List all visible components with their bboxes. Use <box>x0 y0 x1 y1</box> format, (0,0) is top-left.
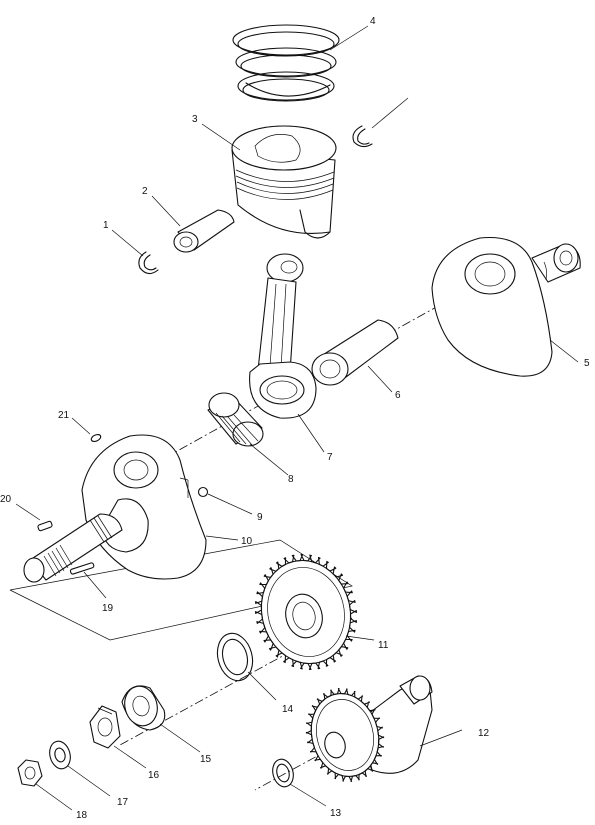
drive-hub <box>121 685 166 731</box>
connecting-rod <box>249 253 317 419</box>
shim-washer <box>272 758 294 788</box>
callout-1: 1 <box>103 220 109 231</box>
dowel-pin <box>69 562 95 575</box>
piston-pin <box>173 209 235 253</box>
hex-nut <box>17 759 43 787</box>
castle-nut <box>89 705 121 749</box>
callout-12: 12 <box>478 728 490 739</box>
callout-2: 2 <box>142 186 148 197</box>
crankshaft-half-right <box>431 236 581 377</box>
callout-4: 4 <box>370 16 376 27</box>
thrust-washer <box>216 632 254 682</box>
dowel-ball <box>197 486 209 498</box>
piston-pin-circlip-right <box>352 125 373 148</box>
callout-10: 10 <box>241 536 253 547</box>
piston <box>231 125 337 239</box>
callout-21: 21 <box>58 410 70 421</box>
gear-teeth <box>254 553 358 671</box>
callout-13: 13 <box>330 808 342 819</box>
callout-7: 7 <box>327 452 333 463</box>
woodruff-key-small <box>90 434 102 442</box>
callout-19: 19 <box>102 603 114 614</box>
callout-6: 6 <box>395 390 401 401</box>
balancer-gear-shaft <box>305 675 433 782</box>
callout-11: 11 <box>378 640 389 651</box>
crank-gear <box>254 553 358 671</box>
leader-lines <box>15 25 579 811</box>
callout-15: 15 <box>200 754 212 765</box>
crankshaft-half-left <box>23 434 207 583</box>
callout-labels: 1 2 3 4 5 6 7 8 9 10 11 12 13 14 15 16 1… <box>0 16 590 821</box>
gear-teeth <box>305 688 385 782</box>
crank-pin <box>311 319 399 386</box>
callout-9: 9 <box>257 512 263 523</box>
callout-17: 17 <box>117 797 129 808</box>
callout-18: 18 <box>76 810 88 820</box>
callout-5: 5 <box>584 358 590 369</box>
callout-20: 20 <box>0 494 12 505</box>
piston-pin-circlip-left <box>138 251 159 275</box>
callout-14: 14 <box>282 704 294 715</box>
flat-washer <box>49 740 71 770</box>
callout-3: 3 <box>192 114 198 125</box>
needle-bearing <box>207 392 264 447</box>
piston-ring-set <box>232 24 340 102</box>
woodruff-key <box>37 520 53 532</box>
callout-16: 16 <box>148 770 160 781</box>
callout-8: 8 <box>288 474 294 485</box>
